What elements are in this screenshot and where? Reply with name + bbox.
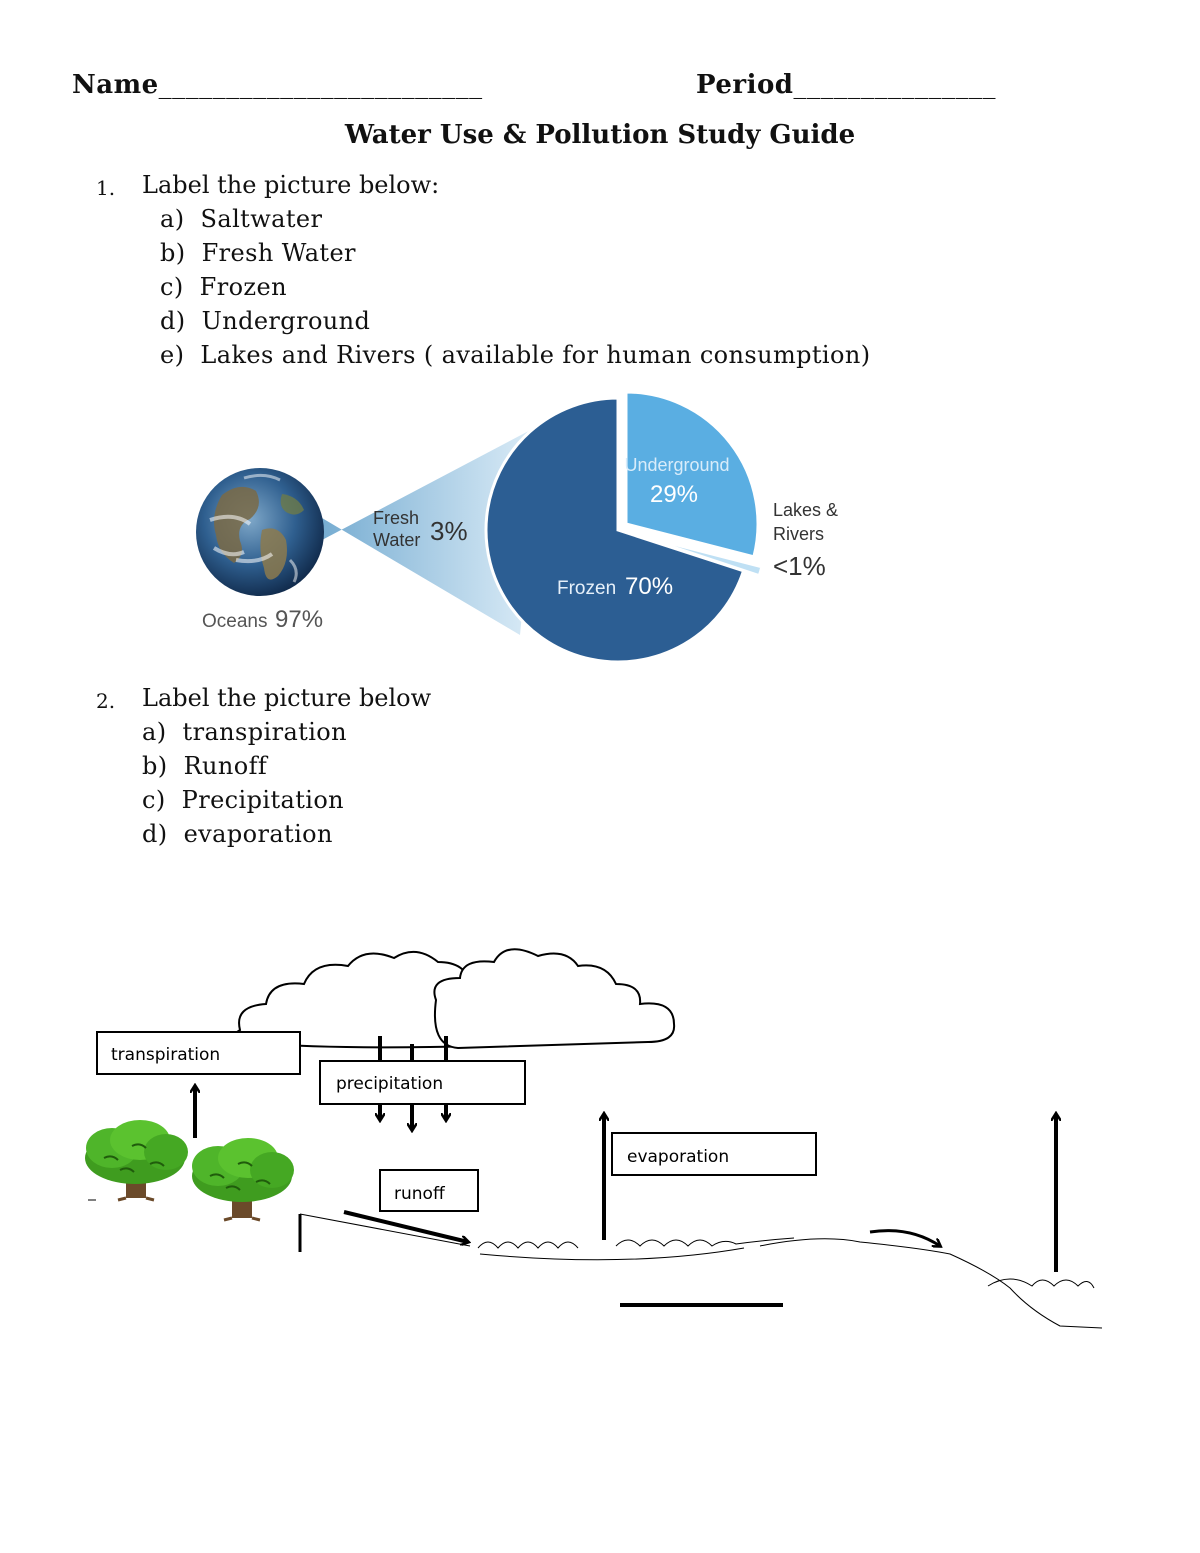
cloud-icon bbox=[433, 948, 676, 1050]
question-1-item-a: a) Saltwater bbox=[160, 205, 323, 233]
question-2-item-b: b) Runoff bbox=[142, 752, 268, 780]
frozen-label: Frozen bbox=[557, 578, 616, 599]
lakes-label-line1: Lakes & bbox=[773, 500, 838, 520]
pie-slice-frozen bbox=[484, 396, 746, 664]
fresh-water-beam bbox=[322, 425, 540, 635]
cloud-icon bbox=[233, 951, 496, 1049]
transpiration-box bbox=[96, 1031, 301, 1075]
evaporation-label: evaporation bbox=[627, 1147, 729, 1167]
name-blank[interactable]: ________________________ bbox=[158, 70, 483, 100]
pie-slice-underground bbox=[624, 390, 760, 559]
question-1-item-c: c) Frozen bbox=[160, 273, 287, 301]
oceans-label: Oceans bbox=[202, 611, 267, 632]
tree-icon bbox=[192, 1138, 294, 1222]
underground-value: 29% bbox=[650, 481, 698, 508]
frozen-value: 70% bbox=[625, 573, 673, 600]
evaporation-box bbox=[611, 1132, 817, 1176]
name-line: Name________________________ bbox=[72, 70, 483, 100]
question-2-item-d: d) evaporation bbox=[142, 820, 333, 848]
name-label: Name bbox=[72, 70, 159, 100]
runoff-label: runoff bbox=[394, 1184, 446, 1204]
lakes-value: <1% bbox=[773, 551, 826, 581]
lakes-label-line2: Rivers bbox=[773, 524, 824, 544]
oceans-value: 97% bbox=[275, 606, 323, 633]
question-1-prompt: Label the picture below: bbox=[142, 171, 440, 199]
water-cycle-diagram: transpiration precipitation runoff evapo… bbox=[85, 948, 1103, 1329]
question-2-prompt: Label the picture below bbox=[142, 684, 432, 712]
fresh-label-line1: Fresh bbox=[373, 508, 419, 528]
fresh-label-line2: Water bbox=[373, 530, 420, 550]
water-distribution-figure: Oceans 97% Fresh Water 3% Underground 29… bbox=[196, 390, 838, 664]
precipitation-label: precipitation bbox=[336, 1074, 443, 1094]
page-title: Water Use & Pollution Study Guide bbox=[344, 120, 856, 150]
question-1-item-e: e) Lakes and Rivers ( available for huma… bbox=[160, 341, 871, 369]
period-blank[interactable]: _______________ bbox=[793, 70, 996, 100]
precipitation-box bbox=[319, 1060, 526, 1105]
question-1-item-d: d) Underground bbox=[160, 307, 371, 335]
question-1-item-b: b) Fresh Water bbox=[160, 239, 356, 267]
transpiration-label: transpiration bbox=[111, 1045, 220, 1065]
question-1-number: 1. bbox=[96, 176, 116, 200]
period-label: Period bbox=[696, 70, 794, 100]
question-2-item-c: c) Precipitation bbox=[142, 786, 345, 814]
pie-slice-lakes-rivers bbox=[633, 532, 764, 578]
question-2-item-a: a) transpiration bbox=[142, 718, 347, 746]
period-line: Period_______________ bbox=[696, 70, 996, 100]
question-2-number: 2. bbox=[96, 689, 116, 713]
runoff-box bbox=[379, 1169, 479, 1212]
tree-icon bbox=[85, 1120, 188, 1202]
fresh-water-pie bbox=[484, 390, 764, 664]
earth-icon bbox=[196, 468, 324, 596]
underground-label: Underground bbox=[624, 455, 729, 475]
fresh-value: 3% bbox=[430, 516, 468, 546]
